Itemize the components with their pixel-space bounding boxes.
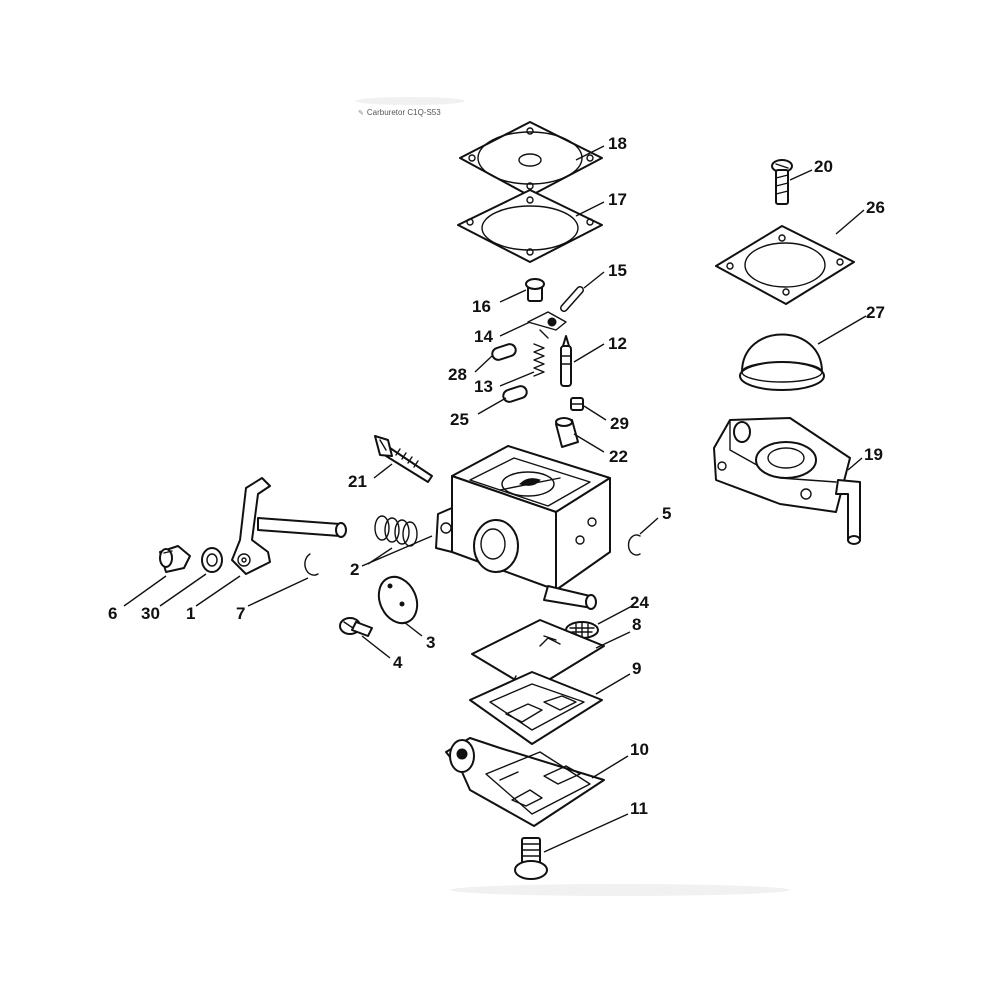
part-1-throttle-shaft [231,477,347,575]
pencil-icon: ✎ [358,109,364,117]
part-label-8: 8 [632,615,641,634]
part-label-25: 25 [450,410,469,429]
part-6-sleeve [159,545,191,573]
part-label-27: 27 [866,303,885,322]
part-label-24: 24 [630,593,649,612]
part-label-15: 15 [608,261,627,280]
part-7-e-clip [304,553,319,576]
part-29-jet [570,397,584,411]
part-label-29: 29 [610,414,629,433]
caption-text: Carburetor C1Q-S53 [366,108,441,117]
scan-shadow-top [355,97,465,105]
part-label-18: 18 [608,134,627,153]
carburetor-body [435,445,611,610]
diagram-caption: ✎ Carburetor C1Q-S53 [358,108,441,117]
part-label-19: 19 [864,445,883,464]
part-20-screw [771,159,793,205]
part-19-pump-body [713,417,861,545]
leader-lines [123,145,867,853]
part-label-5: 5 [662,504,671,523]
part-label-1: 1 [186,604,195,623]
part-label-21: 21 [348,472,367,491]
part-3-throttle-plate [377,575,419,625]
part-8-pump-diaphragm [471,619,605,691]
part-22-valve-jet [555,417,579,448]
part-labels: 18 17 15 16 14 12 28 13 25 29 22 21 5 2 … [108,134,885,818]
part-label-28: 28 [448,365,467,384]
part-4-screw [339,617,373,637]
part-17-gasket [457,189,603,263]
part-label-4: 4 [393,653,403,672]
part-label-3: 3 [426,633,435,652]
part-30-washer [201,547,223,573]
part-11-screw [514,837,548,880]
part-21-adjusting-screw [374,435,433,483]
part-label-6: 6 [108,604,117,623]
part-label-2: 2 [350,560,359,579]
part-2-spring [374,515,418,547]
part-label-20: 20 [814,157,833,176]
part-9-gasket [469,671,603,745]
part-18-diaphragm [459,121,603,197]
part-27-primer-bulb [739,333,825,391]
part-14-lever [527,311,567,339]
part-16-screw [525,278,545,302]
part-12-needle [560,335,572,387]
part-10-end-cover [445,737,605,827]
part-28-plug [491,343,517,361]
part-26-gasket [715,225,855,305]
part-label-11: 11 [630,799,648,818]
part-label-26: 26 [866,198,885,217]
part-label-17: 17 [608,190,627,209]
part-label-7: 7 [236,604,245,623]
part-label-10: 10 [630,740,649,759]
part-15-pin [560,286,584,312]
part-label-12: 12 [608,334,627,353]
part-label-9: 9 [632,659,641,678]
scan-shadow-bottom [450,884,790,896]
part-label-13: 13 [474,377,493,396]
part-13-spring [533,343,545,377]
part-25-plug [502,385,528,403]
part-label-30: 30 [141,604,160,623]
part-label-22: 22 [609,447,628,466]
part-label-16: 16 [472,297,491,316]
part-label-14: 14 [474,327,493,346]
part-5-clip [627,534,641,556]
